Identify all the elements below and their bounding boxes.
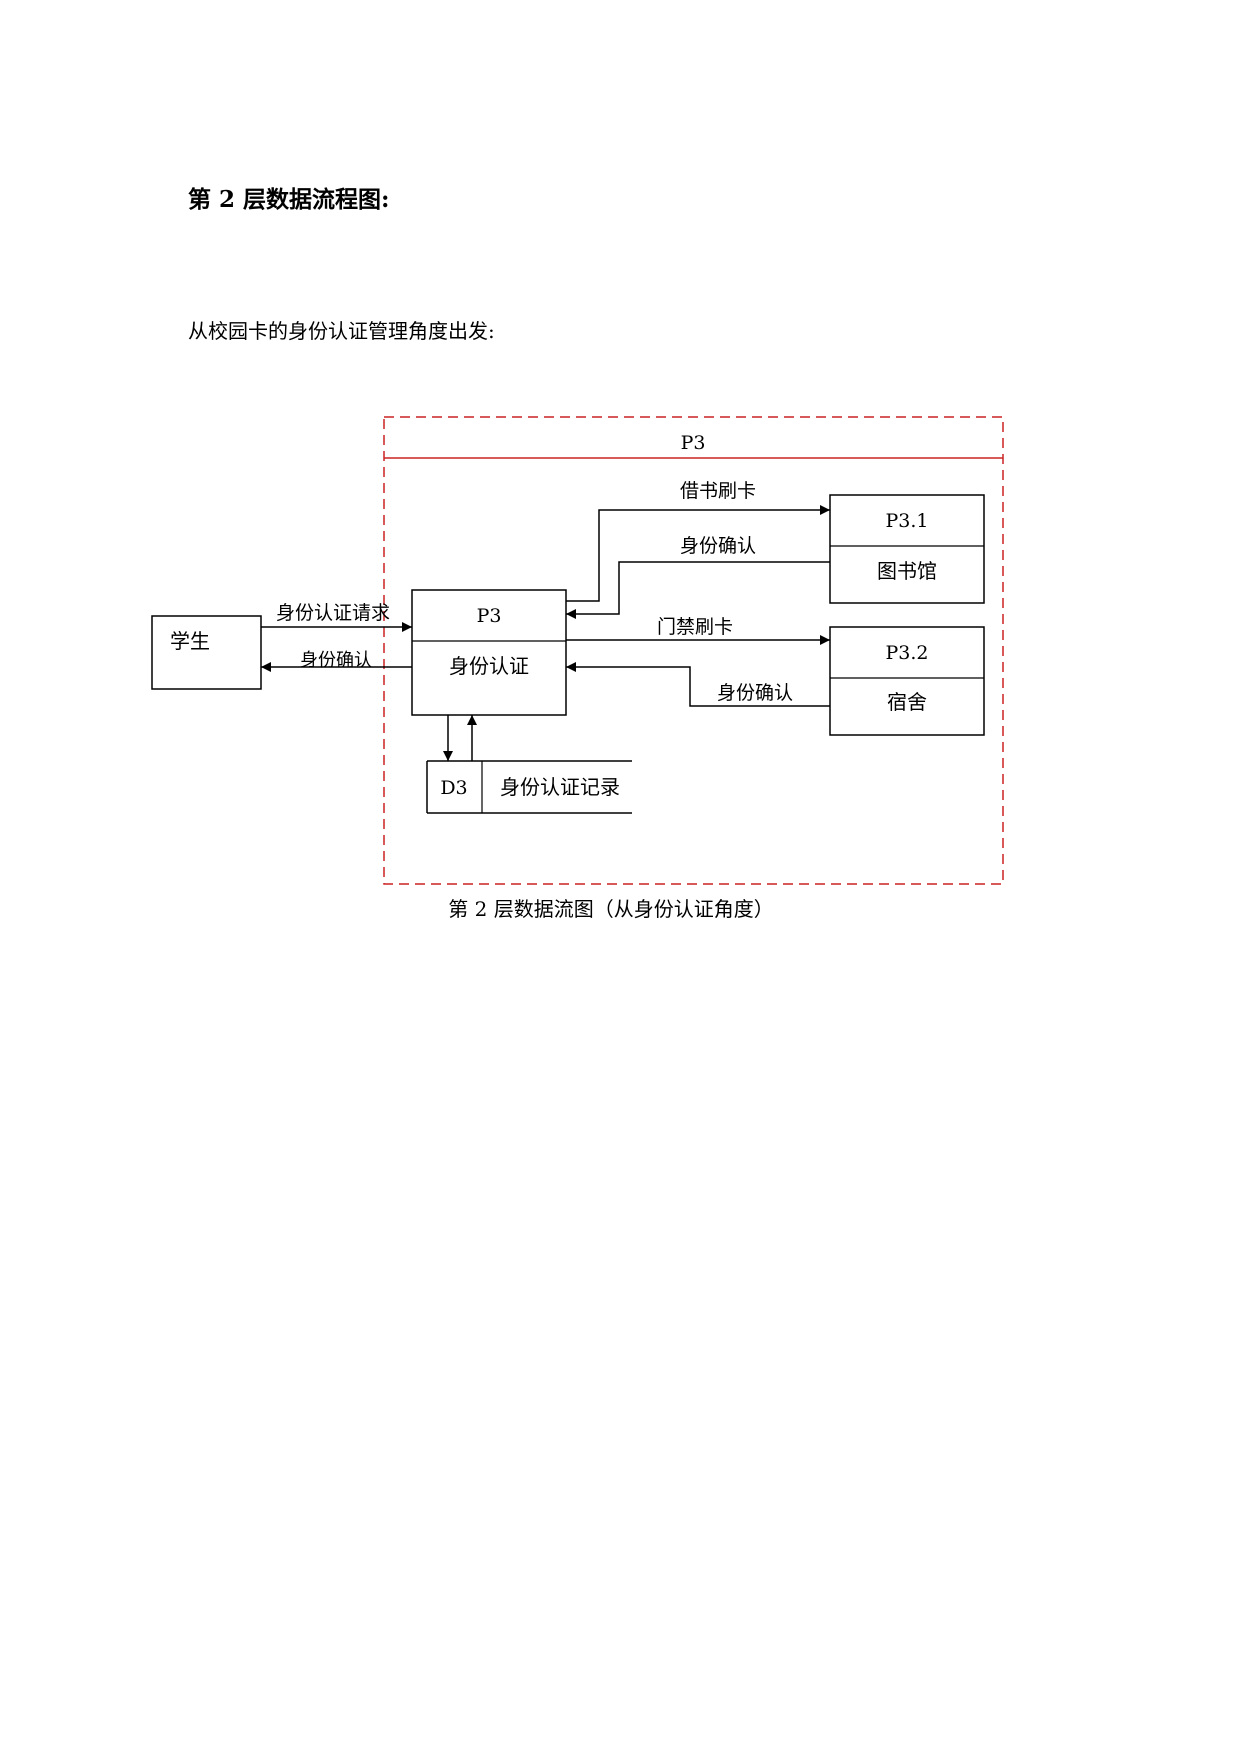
frame-border [383,416,1004,885]
process-p3-box [411,589,567,716]
process-p3-1-box [829,494,985,604]
process-p3-2-name: 宿舍 [887,690,927,714]
process-p3-1-id: P3.1 [885,510,928,532]
process-p3-id: P3 [477,605,502,627]
frame-title: P3 [681,432,706,454]
flow-auth-confirm-library-line [566,561,830,619]
flow-auth-confirm-student: 身份确认 [261,650,412,672]
flow-auth-request-label: 身份认证请求 [276,602,390,624]
flow-borrow-swipe-label: 借书刷卡 [680,480,756,502]
process-p3-name: 身份认证 [449,654,529,678]
datastore-id: D3 [440,777,467,799]
flow-auth-confirm-library: 身份确认 [566,535,830,619]
flow-auth-confirm-dorm-line [566,662,830,707]
p3-frame: P3 [383,416,1004,885]
entity-student: 学生 [151,615,262,690]
datastore-name: 身份认证记录 [500,775,620,799]
flow-auth-confirm-dorm: 身份确认 [566,662,830,707]
flow-auth-confirm-library-label: 身份确认 [680,535,756,557]
entity-student-label: 学生 [170,629,210,653]
flow-borrow-swipe: 借书刷卡 [566,480,830,602]
process-p3-1-name: 图书馆 [877,559,937,583]
process-p3-2-id: P3.2 [885,642,928,664]
process-p3-2-box [829,626,985,736]
flow-door-swipe-label: 门禁刷卡 [657,616,733,638]
process-p3-2: P3.2 宿舍 [829,626,985,736]
flow-auth-confirm-dorm-label: 身份确认 [717,682,793,704]
entity-student-box [151,615,262,690]
process-p3: P3 身份认证 [411,589,567,716]
datastore-d3: D3 身份认证记录 [426,760,632,814]
diagram-caption: 第 2 层数据流图（从身份认证角度） [448,897,773,921]
intro-text: 从校园卡的身份认证管理角度出发: [188,319,495,343]
process-p3-1: P3.1 图书馆 [829,494,985,604]
flow-auth-confirm-student-label: 身份确认 [300,650,372,671]
flow-borrow-swipe-line [566,505,830,602]
page-heading: 第 2 层数据流程图: [188,186,390,213]
flow-auth-request: 身份认证请求 [261,602,412,632]
flow-door-swipe: 门禁刷卡 [566,616,830,645]
